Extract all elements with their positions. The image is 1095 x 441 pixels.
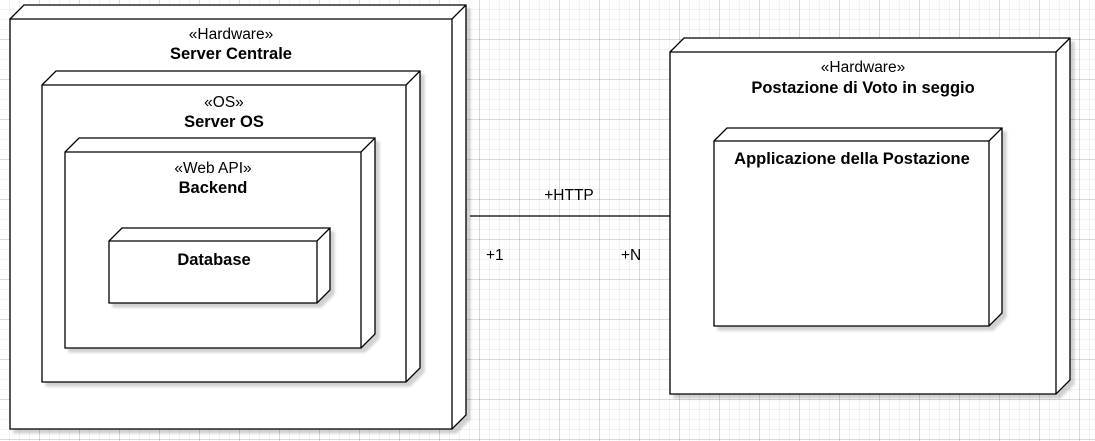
source-multiplicity: +1 — [486, 247, 504, 264]
backend-name: Backend — [179, 179, 248, 197]
server-os-name: Server OS — [184, 113, 264, 131]
server-os-stereotype: «OS» — [204, 94, 244, 111]
database-name: Database — [177, 251, 250, 269]
postazione-stereotype: «Hardware» — [821, 59, 905, 76]
applicazione-name: Applicazione della Postazione — [734, 150, 970, 168]
postazione-name: Postazione di Voto in seggio — [751, 79, 974, 97]
server-centrale-name: Server Centrale — [170, 45, 292, 63]
node-applicazione[interactable] — [713, 127, 1003, 327]
server-centrale-stereotype: «Hardware» — [189, 26, 273, 43]
target-multiplicity: +N — [621, 247, 641, 264]
node-database[interactable] — [108, 227, 331, 304]
association-label: +HTTP — [544, 187, 594, 204]
backend-stereotype: «Web API» — [174, 160, 251, 177]
